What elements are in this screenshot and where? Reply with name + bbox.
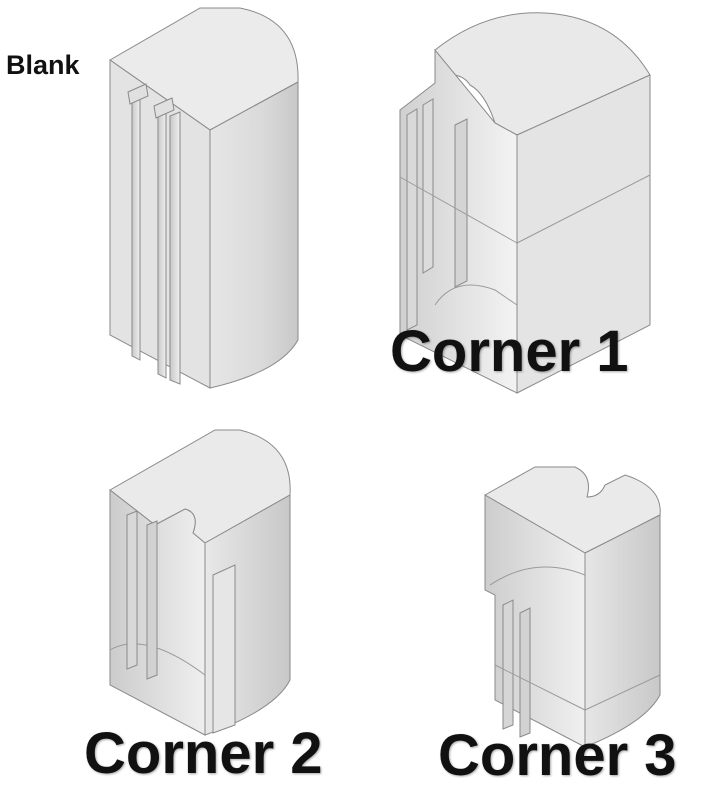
blank-label: Blank xyxy=(6,50,80,80)
corner3-rib-2 xyxy=(519,607,531,738)
corner3-rib-1 xyxy=(502,599,514,730)
corner1-rib-1 xyxy=(406,108,418,331)
corner2-rib-2 xyxy=(146,520,158,680)
corner1-part xyxy=(395,5,675,400)
corner1-part-drawing xyxy=(399,12,651,394)
corner1-label: Corner 1 xyxy=(390,319,629,384)
corner1-rib-3 xyxy=(454,118,468,288)
corner3-curved-face xyxy=(584,514,661,748)
corner2-rib-1 xyxy=(126,510,138,670)
blank-curved-face xyxy=(209,81,299,389)
corner3-top-face xyxy=(483,466,661,554)
corner3-label: Corner 3 xyxy=(438,723,677,788)
corner3-part xyxy=(475,435,675,755)
corner2-part xyxy=(105,425,305,745)
blank-rib-3 xyxy=(169,111,181,385)
corner2-part-drawing xyxy=(109,429,291,736)
blank-part-drawing xyxy=(109,7,299,389)
blank-rib-1 xyxy=(131,91,141,361)
corner2-label: Corner 2 xyxy=(84,721,323,786)
blank-part xyxy=(100,0,310,395)
corner3-part-drawing xyxy=(483,466,661,748)
corner2-rib-3 xyxy=(212,564,236,734)
corner1-rib-2 xyxy=(422,98,434,274)
blank-rib-2 xyxy=(157,105,167,379)
